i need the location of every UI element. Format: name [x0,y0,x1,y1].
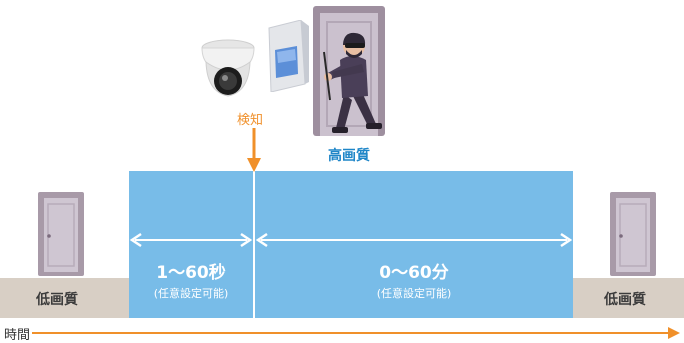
security-camera-icon [201,39,255,97]
pre-duration-note: (任意設定可能) [153,287,229,300]
high-quality-region [129,171,573,318]
low-quality-label-right: 低画質 [604,292,646,308]
low-quality-band-left [0,278,129,318]
detect-arrow [247,128,261,172]
detect-label: 検知 [237,113,264,128]
intruder-icon [323,32,382,133]
low-quality-band-right [573,278,684,318]
pre-duration-value: 1〜60秒 [156,263,226,283]
post-duration-note: (任意設定可能) [376,287,452,300]
motion-sensor-icon [268,20,309,92]
time-axis-label: 時間 [4,328,31,343]
time-axis-arrow [32,327,680,339]
high-quality-label: 高画質 [328,148,370,164]
small-door-icon [610,192,656,276]
detection-divider [253,171,255,318]
low-quality-label-left: 低画質 [36,292,78,308]
duration-arrows [129,232,573,248]
post-duration-value: 0〜60分 [379,263,449,283]
small-door-icon [38,192,84,276]
